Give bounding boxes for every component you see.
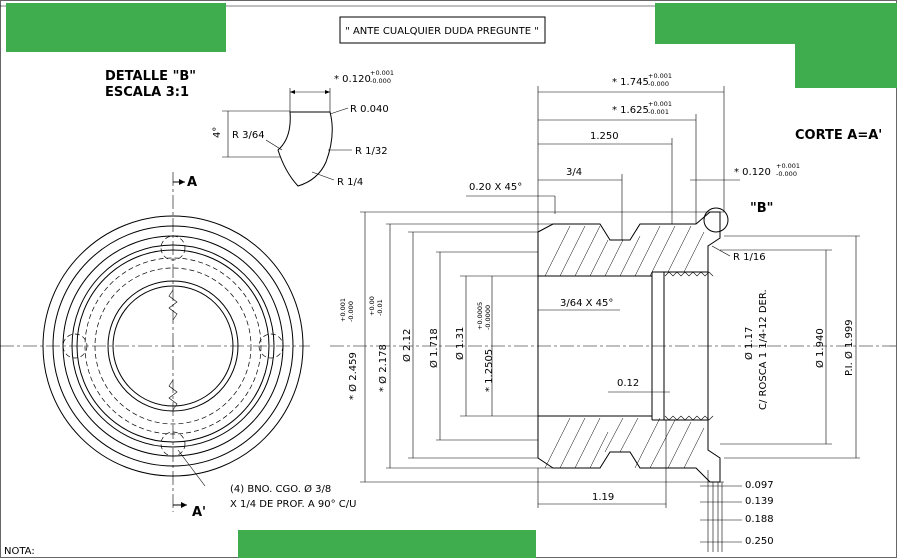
dim-1745: * 1.745 [612,77,649,88]
holes-note-1: (4) BNO. CGO. Ø 3/8 [230,483,331,495]
detail-profile [277,111,333,187]
redaction-block-top-right [655,3,897,44]
detail-r2: R 3/64 [232,130,265,141]
svg-text:+0.001: +0.001 [776,162,800,170]
note-label: NOTA: [4,546,35,557]
redaction-block-top-left [6,3,226,52]
front-view: A A' (4) BNO. CGO. Ø 3/8 X 1/4 DE PROF. … [0,172,356,520]
dim-0139: 0.139 [745,496,774,507]
svg-text:-0.000: -0.000 [370,77,391,85]
svg-text:+0.0005: +0.0005 [476,302,484,330]
redaction-block-right [795,44,897,88]
dim-3-4: 3/4 [566,167,582,178]
dia-212: Ø 2.12 [401,329,413,362]
svg-text:-0.000: -0.000 [347,301,355,322]
notice-text: " ANTE CUALQUIER DUDA PREGUNTE " [345,26,539,37]
dim-0250: 0.250 [745,536,774,547]
detail-height: 4° [212,127,223,138]
r-1-16: R 1/16 [733,252,766,263]
svg-text:+0.00: +0.00 [368,296,376,316]
detail-title: DETALLE "B" [105,69,196,84]
part-outline [537,211,721,483]
redaction-block-bottom [238,530,536,558]
dim-0120: * 0.120 [734,167,771,178]
svg-text:+0.001: +0.001 [648,100,672,108]
dia-2459: * Ø 2.459 [347,352,359,400]
detail-r4: R 1/4 [337,177,363,188]
section-label-bottom: A' [192,505,206,520]
svg-text:-0.01: -0.01 [376,299,384,316]
dim-012: 0.12 [617,378,639,389]
detail-callout-label: "B" [750,201,773,216]
holes-note-2: X 1/4 DE PROF. A 90° C/U [230,499,356,510]
dia-131: Ø 1.31 [454,327,466,360]
dia-1999: P.I. Ø 1.999 [843,319,855,376]
dia-2178: * Ø 2.178 [377,344,389,392]
svg-text:+0.001: +0.001 [648,72,672,80]
dia-1718: Ø 1.718 [428,328,440,368]
dim-0097: 0.097 [745,480,774,491]
detail-r3: R 1/32 [355,146,388,157]
dia-117: Ø 1.17 [743,327,755,360]
detail-b: DETALLE "B" ESCALA 3:1 * 0.120 +0.001 -0… [105,69,394,188]
detail-dim-top: * 0.120 [334,74,371,85]
svg-text:+0.001: +0.001 [370,69,394,77]
chamfer-020: 0.20 X 45° [469,182,522,193]
dim-1250: 1.250 [590,131,619,142]
svg-text:+0.001: +0.001 [339,298,347,322]
detail-r1: R 0.040 [350,104,389,115]
svg-text:-0.001: -0.001 [648,108,669,116]
dim-119: 1.19 [592,492,614,503]
notice-box [339,16,546,44]
svg-text:-0.000: -0.000 [776,170,797,178]
dim-0188: 0.188 [745,514,774,525]
dim-1625: * 1.625 [612,105,649,116]
dia-12505: * 1.2505 [484,349,495,392]
section-title: CORTE A=A' [795,128,882,143]
section-view: CORTE A=A' [330,72,897,552]
svg-text:-0.0000: -0.0000 [484,305,492,330]
chamfer-3-64: 3/64 X 45° [560,298,613,309]
dia-1940: Ø 1.940 [814,328,826,368]
thread-spec: C/ ROSCA 1 1/4-12 DER. [758,289,769,410]
detail-scale: ESCALA 3:1 [105,85,189,100]
svg-text:-0.000: -0.000 [648,80,669,88]
section-label-top: A [187,175,197,190]
detail-b-callout [703,207,729,233]
